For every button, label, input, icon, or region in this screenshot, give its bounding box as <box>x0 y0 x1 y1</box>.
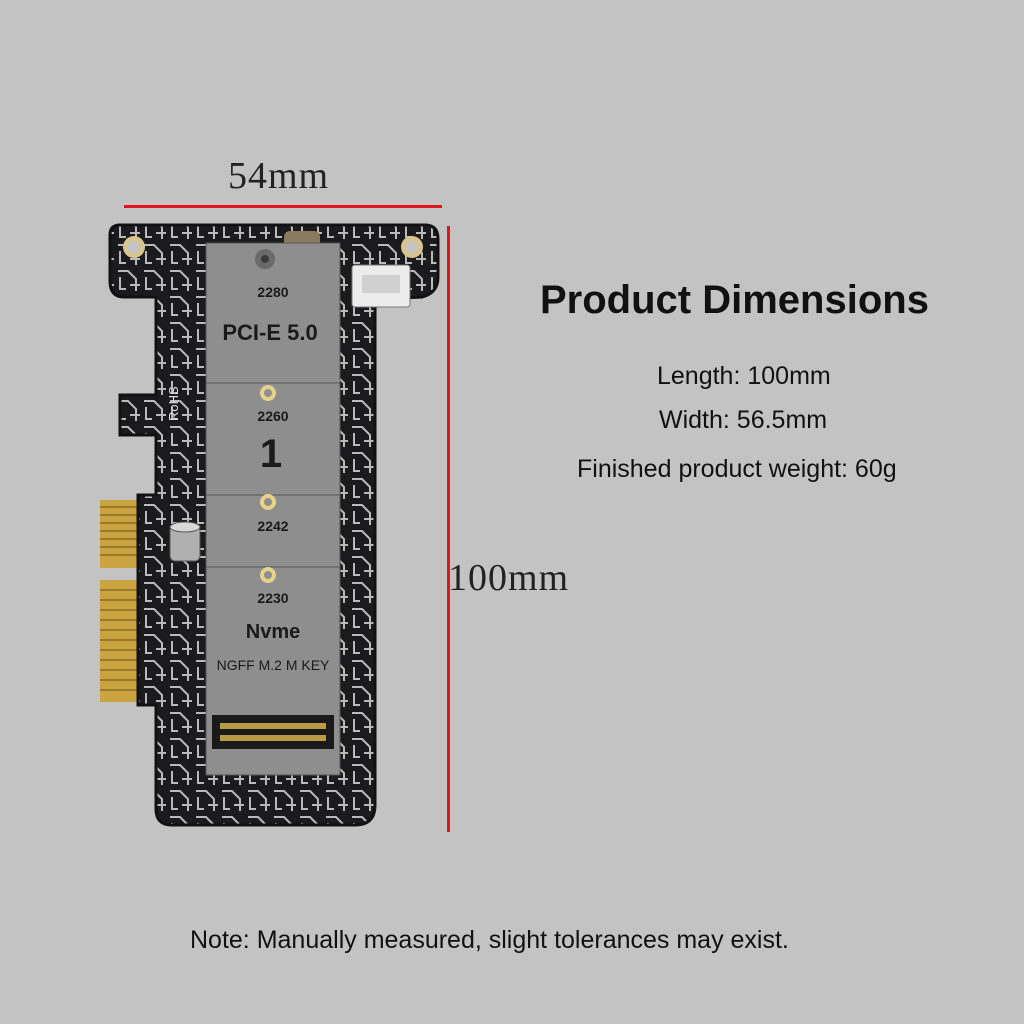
fan-connector <box>351 264 411 308</box>
standoff-hole-icon <box>260 385 276 401</box>
measurement-note: Note: Manually measured, slight toleranc… <box>190 926 789 954</box>
length-measure-line <box>447 226 450 832</box>
pcie-version-label: PCI-E 5.0 <box>222 320 317 345</box>
size-2242-label: 2242 <box>257 518 288 534</box>
width-measure-line <box>124 205 442 208</box>
spec-length: Length: 100mm <box>657 362 831 390</box>
standoff-screw-icon <box>255 249 275 269</box>
size-2260-label: 2260 <box>257 408 288 424</box>
m2-slot-area <box>205 242 341 776</box>
standoff-hole-icon <box>260 567 276 583</box>
size-2230-label: 2230 <box>257 590 288 606</box>
product-dimensions-heading: Product Dimensions <box>540 278 929 322</box>
mounting-hole-icon <box>123 236 145 258</box>
pcie-adapter-board-image: 2280 PCI-E 5.0 2260 1 2242 2230 Nvme NGF… <box>100 223 440 827</box>
slot-number-label: 1 <box>260 432 282 476</box>
nvme-label: Nvme <box>246 621 300 643</box>
width-dimension-label: 54mm <box>228 155 330 197</box>
m2-socket <box>212 715 334 749</box>
gold-edge-connector <box>100 500 140 702</box>
spec-weight: Finished product weight: 60g <box>577 455 897 483</box>
size-2280-label: 2280 <box>257 284 288 300</box>
length-dimension-label: 100mm <box>448 557 570 599</box>
rohs-label: RoHS <box>166 386 181 421</box>
spec-width: Width: 56.5mm <box>659 406 828 434</box>
mounting-hole-icon <box>401 236 423 258</box>
standoff-hole-icon <box>260 494 276 510</box>
capacitor <box>169 521 201 562</box>
ngff-m2-key-label: NGFF M.2 M KEY <box>217 657 330 673</box>
